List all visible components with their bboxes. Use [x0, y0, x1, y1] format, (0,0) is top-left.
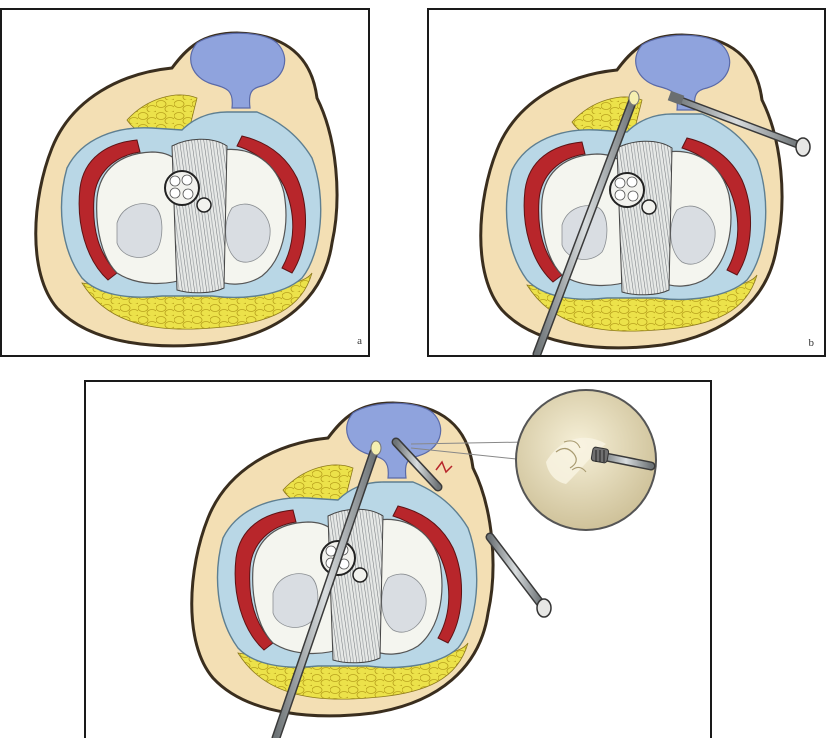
- arthroscope-instrument: [271, 440, 382, 738]
- panel-b: b: [427, 8, 826, 357]
- knee-cross-section-c: [190, 389, 657, 738]
- arthroscope-instrument: [532, 90, 640, 355]
- probe-instrument: [667, 90, 811, 157]
- arthroscopic-view-inset: [515, 389, 657, 531]
- panel-c: [84, 380, 712, 738]
- knee-cross-section-b: [479, 33, 811, 355]
- panel-label-b: b: [808, 337, 815, 349]
- panel-label-a: a: [357, 335, 362, 347]
- panel-a: a: [0, 8, 370, 357]
- shaver-instrument: [391, 437, 552, 618]
- knee-cross-section-a: [34, 31, 339, 348]
